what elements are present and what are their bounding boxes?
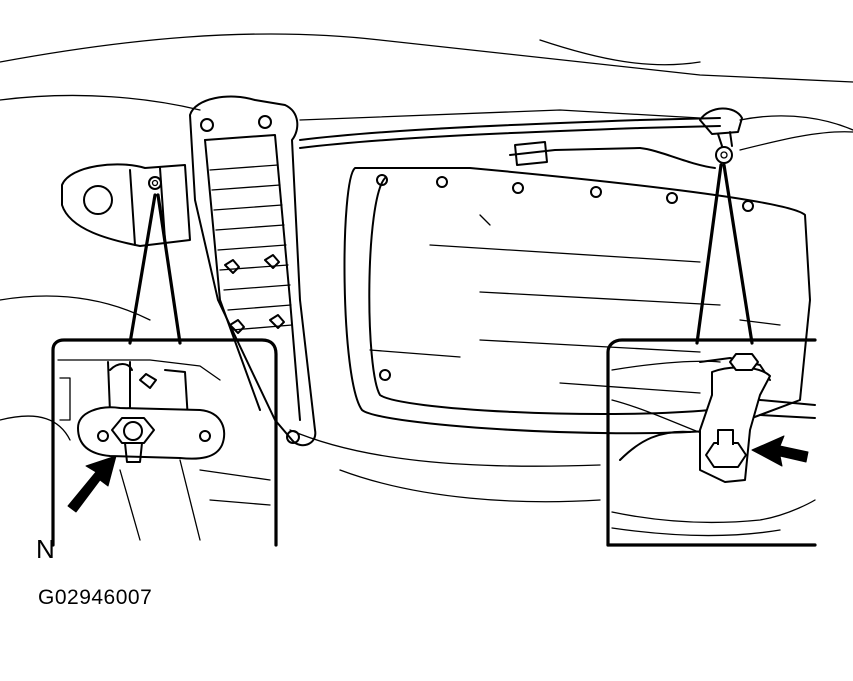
right-callout [606,163,817,547]
left-callout-detail [57,359,271,541]
figure-code: G02946007 [38,586,153,609]
shift-rod [299,107,853,169]
left-mount-bracket [61,163,191,247]
underbody-background-lines [0,33,853,503]
left-callout [51,193,278,547]
crossmember [189,95,317,447]
right-callout-detail [611,353,816,537]
direction-label: N [36,534,55,564]
oil-pan [343,167,811,435]
